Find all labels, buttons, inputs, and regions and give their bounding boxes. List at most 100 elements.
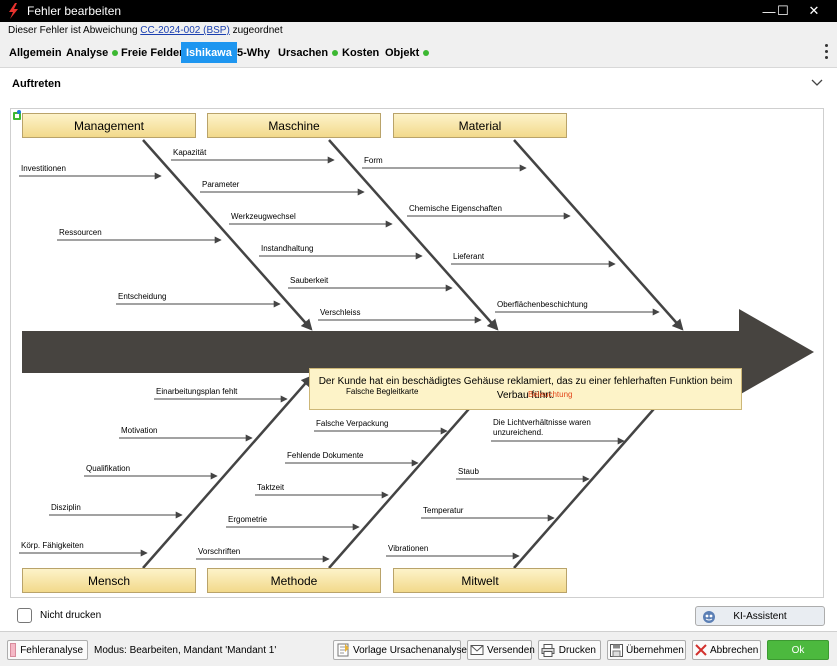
- maximize-button[interactable]: ☐: [777, 3, 789, 18]
- nicht-drucken-checkbox[interactable]: [17, 608, 32, 623]
- cause-label[interactable]: Investitionen: [21, 164, 66, 173]
- tab-label: Freie Felder: [121, 46, 184, 59]
- cause-label[interactable]: Temperatur: [423, 506, 464, 515]
- problem-statement[interactable]: Der Kunde hat ein beschädigtes Gehäuse r…: [309, 368, 742, 410]
- send-button[interactable]: Versenden: [467, 640, 535, 660]
- status-dot-icon: [423, 49, 430, 56]
- deviation-info: Dieser Fehler ist Abweichung CC-2024-002…: [8, 25, 283, 36]
- template-icon: [336, 643, 350, 657]
- tab-label: Ishikawa: [186, 46, 232, 59]
- cause-label[interactable]: Kapazität: [173, 148, 207, 157]
- category-mensch[interactable]: Mensch: [22, 568, 196, 593]
- template-label: Vorlage Ursachenanalyse: [353, 644, 467, 656]
- tab-objekt[interactable]: Objekt: [380, 42, 434, 63]
- chevron-down-icon[interactable]: [811, 78, 823, 88]
- fishbone-lines: [19, 139, 814, 569]
- category-material[interactable]: Material: [393, 113, 567, 138]
- cause-label[interactable]: Verschleiss: [320, 308, 361, 317]
- cause-label[interactable]: Instandhaltung: [261, 244, 314, 253]
- close-button[interactable]: ✕: [808, 3, 820, 18]
- cancel-label: Abbrechen: [710, 644, 759, 656]
- cause-label[interactable]: Sauberkeit: [290, 276, 329, 285]
- cancel-icon: [695, 643, 707, 657]
- ishikawa-diagram: Management Maschine Material Mensch Meth…: [10, 108, 824, 598]
- cause-label[interactable]: Ergometrie: [228, 515, 268, 524]
- color-swatch-icon: [10, 643, 17, 657]
- apply-label: Übernehmen: [626, 644, 684, 656]
- tab-analyse[interactable]: Analyse: [61, 42, 123, 63]
- tab-ursachen[interactable]: Ursachen: [273, 42, 343, 63]
- tab-label: Objekt: [385, 46, 420, 59]
- section-title: Auftreten: [12, 78, 61, 90]
- cause-label[interactable]: Entscheidung: [118, 292, 167, 301]
- fehleranalyse-button[interactable]: Fehleranalyse: [7, 640, 88, 660]
- ki-assistant-icon: [703, 611, 715, 623]
- cause-label[interactable]: Vorschriften: [198, 547, 241, 556]
- tab-label: Allgemein: [9, 46, 62, 59]
- category-management[interactable]: Management: [22, 113, 196, 138]
- info-prefix: Dieser Fehler ist Abweichung: [8, 25, 138, 36]
- cause-label[interactable]: Disziplin: [51, 503, 81, 512]
- content-panel: Auftreten: [0, 67, 837, 601]
- tab-5-why[interactable]: 5-Why: [232, 42, 275, 63]
- cause-label[interactable]: Chemische Eigenschaften: [409, 204, 502, 213]
- spine-arrow: [22, 309, 814, 395]
- more-menu-icon[interactable]: [821, 42, 831, 60]
- ki-button-label: KI-Assistent: [733, 610, 787, 622]
- cause-label[interactable]: Werkzeugwechsel: [231, 212, 296, 221]
- ok-button[interactable]: Ok: [767, 640, 829, 660]
- cause-label[interactable]: Einarbeitungsplan fehlt: [156, 387, 238, 396]
- save-icon: [610, 643, 623, 657]
- mail-icon: [470, 643, 484, 657]
- cause-label[interactable]: Taktzeit: [257, 483, 285, 492]
- category-methode[interactable]: Methode: [207, 568, 381, 593]
- title-bar: Fehler bearbeiten — ☐ ✕: [0, 0, 837, 22]
- template-button[interactable]: Vorlage Ursachenanalyse: [333, 640, 467, 660]
- cause-label[interactable]: Motivation: [121, 426, 158, 435]
- deviation-link[interactable]: CC-2024-002 (BSP): [140, 25, 230, 36]
- tab-ishikawa[interactable]: Ishikawa: [181, 42, 237, 63]
- tab-label: Kosten: [342, 46, 380, 59]
- tab-bar: Allgemein Analyse Freie Felder Ishikawa …: [0, 40, 837, 64]
- tab-kosten[interactable]: Kosten: [337, 42, 384, 63]
- cause-label[interactable]: Oberflächenbeschichtung: [497, 300, 588, 309]
- cause-label[interactable]: Falsche Verpackung: [316, 419, 389, 428]
- category-maschine[interactable]: Maschine: [207, 113, 381, 138]
- cancel-button[interactable]: Abbrechen: [692, 640, 761, 660]
- print-label: Drucken: [558, 644, 596, 656]
- app-flame-icon: [9, 3, 18, 19]
- status-dot-icon: [112, 49, 119, 56]
- category-mitwelt[interactable]: Mitwelt: [393, 568, 567, 593]
- tab-freie-felder[interactable]: Freie Felder: [116, 42, 188, 63]
- checkbox-label: Nicht drucken: [40, 610, 102, 621]
- attachment-icon[interactable]: [11, 109, 23, 121]
- printer-icon: [541, 643, 556, 657]
- ok-label: Ok: [791, 644, 805, 656]
- mode-status: Modus: Bearbeiten, Mandant 'Mandant 1': [94, 645, 277, 656]
- status-dot-icon: [332, 49, 339, 56]
- print-button[interactable]: Drucken: [538, 640, 601, 660]
- fehleranalyse-label: Fehleranalyse: [20, 644, 83, 656]
- cause-label[interactable]: Fehlende Dokumente: [287, 451, 364, 460]
- tab-allgemein[interactable]: Allgemein: [4, 42, 67, 63]
- cause-label[interactable]: Lieferant: [453, 252, 485, 261]
- send-label: Versenden: [487, 644, 535, 656]
- cause-label[interactable]: Körp. Fähigkeiten: [21, 541, 84, 550]
- cause-label[interactable]: Falsche Begleitkarte: [346, 387, 419, 396]
- footer-options: Nicht drucken KI-Assistent: [0, 601, 837, 631]
- cause-label[interactable]: Vibrationen: [388, 544, 429, 553]
- minimize-button[interactable]: —: [762, 3, 776, 19]
- cause-label[interactable]: Die Lichtverhältnisse waren unzureichend…: [493, 418, 591, 437]
- cause-label[interactable]: Form: [364, 156, 383, 165]
- cause-label[interactable]: Staub: [458, 467, 479, 476]
- window-title: Fehler bearbeiten: [27, 4, 122, 18]
- cause-label[interactable]: Ressourcen: [59, 228, 102, 237]
- cause-label-highlighted[interactable]: Beleuchtung: [528, 390, 573, 399]
- tab-label: Analyse: [66, 46, 109, 59]
- cause-label[interactable]: Qualifikation: [86, 464, 131, 473]
- ki-assistant-button[interactable]: KI-Assistent: [695, 606, 825, 626]
- status-bar: Fehleranalyse Modus: Bearbeiten, Mandant…: [0, 631, 837, 666]
- cause-label[interactable]: Parameter: [202, 180, 240, 189]
- apply-button[interactable]: Übernehmen: [607, 640, 686, 660]
- tab-label: 5-Why: [237, 46, 270, 59]
